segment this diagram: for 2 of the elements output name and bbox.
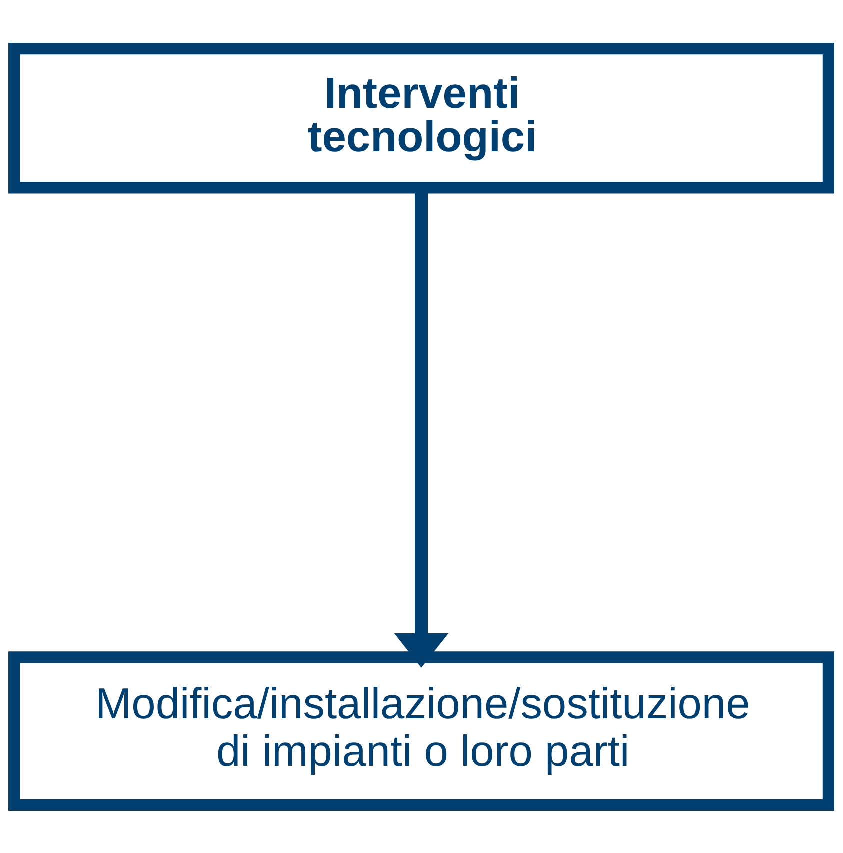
node-box: Modifica/installazione/sostituzione di impianti o loro parti	[8, 651, 834, 810]
node-box: Interventi tecnologici	[8, 42, 834, 194]
